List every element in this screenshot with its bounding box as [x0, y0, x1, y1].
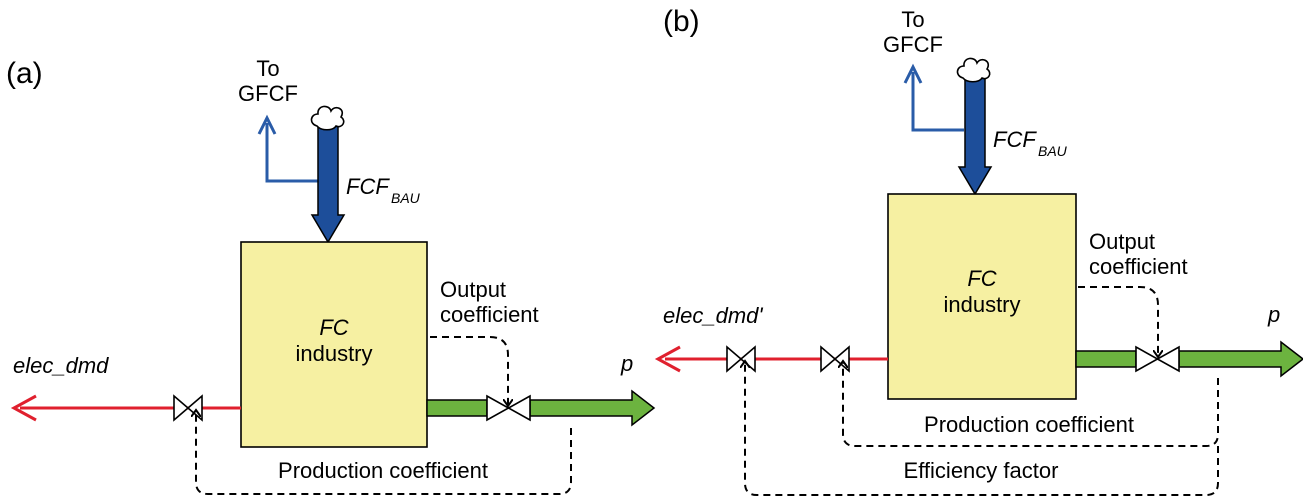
panel-a-output-coef-label-2: coefficient [440, 302, 539, 327]
panel-a-fcf-subscript: BAU [391, 190, 421, 206]
panel-b-gfcf-label: GFCF [883, 32, 943, 57]
panel-b-product-valve-icon [1135, 345, 1180, 373]
panel-a: (a) To GFCF FCF BAU FC industry elec_dmd… [6, 56, 656, 495]
panel-a-gfcf-label: GFCF [238, 81, 298, 106]
panel-b-product-arrow-segment [1075, 350, 1137, 368]
panel-a-product-valve-icon [486, 394, 531, 422]
panel-b-output-coef-label-2: coefficient [1089, 254, 1188, 279]
panel-a-production-coef-loop [196, 412, 572, 495]
panel-a-product-arrow-segment [426, 399, 488, 417]
panel-a-gfcf-branch-line [265, 123, 318, 183]
panel-a-cloud-icon [310, 105, 345, 131]
panel-b-box-industry-label: industry [943, 292, 1020, 317]
panel-a-p-label: p [620, 351, 633, 376]
panel-a-elec-label: elec_dmd [13, 353, 109, 378]
panel-a-box-industry-label: industry [295, 341, 372, 366]
panel-b-output-coef-link [1078, 286, 1158, 355]
panel-b-gfcf-arrow-head [903, 63, 923, 84]
panel-b-cloud-icon [956, 57, 991, 83]
panel-b-production-coef-label: Production coefficient [924, 412, 1134, 437]
panel-b-product-arrow [1178, 340, 1303, 378]
panel-b-to-label: To [901, 7, 924, 32]
panel-b: (b) To GFCF FCF BAU FC industry elec_dmd… [654, 5, 1303, 496]
panel-b-p-label: p [1267, 302, 1280, 327]
panel-b-fcf-subscript: BAU [1038, 143, 1068, 159]
panel-b-fcf-arrow [957, 75, 993, 196]
panel-b-gfcf-branch-line [911, 72, 964, 132]
panel-a-gfcf-arrow-head [257, 114, 277, 135]
panel-b-efficiency-valve-icon [726, 345, 756, 373]
panel-a-label: (a) [6, 57, 43, 90]
panel-b-elec-valve-icon [820, 345, 850, 373]
panel-b-elec-arrow-head [654, 345, 681, 373]
panel-a-fcf-label: FCF [346, 174, 390, 199]
panel-a-elec-arrow-head [10, 394, 37, 422]
panel-b-label: (b) [663, 5, 700, 38]
panel-a-product-arrow [529, 389, 656, 427]
panel-b-elec-label: elec_dmd' [663, 303, 763, 328]
panel-a-elec-valve-icon [173, 394, 203, 422]
panel-b-efficiency-label: Efficiency factor [904, 458, 1059, 483]
panel-a-output-coef-link [430, 336, 508, 404]
panel-b-production-coef-loop [843, 363, 1219, 447]
panel-b-efficiency-loop [745, 363, 1219, 496]
panel-a-output-coef-label: Output [440, 277, 506, 302]
panel-b-output-coef-label: Output [1089, 229, 1155, 254]
panel-a-to-label: To [256, 56, 279, 81]
panel-a-fc-industry-box [240, 241, 428, 448]
panel-b-fcf-label: FCF [993, 127, 1037, 152]
panel-b-fc-industry-box [887, 193, 1077, 400]
panel-a-production-coef-label: Production coefficient [278, 458, 488, 483]
panel-b-box-fc-label: FC [967, 266, 996, 291]
panel-a-fcf-arrow [310, 123, 346, 244]
panel-a-box-fc-label: FC [319, 315, 348, 340]
